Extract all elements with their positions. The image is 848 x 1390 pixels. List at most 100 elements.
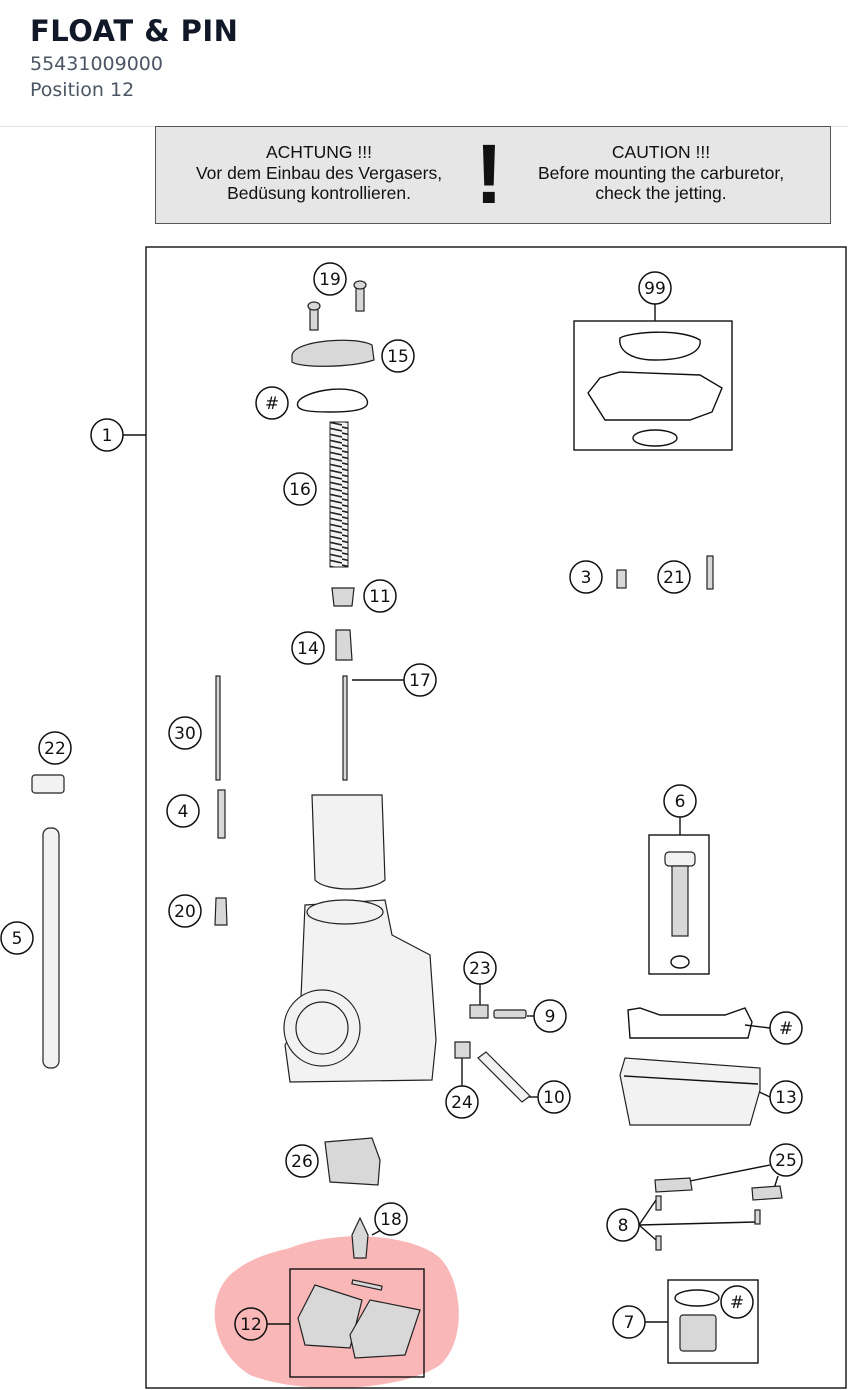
caution-english-text-2: check the jetting. <box>595 183 727 203</box>
part-pin-10 <box>477 1051 531 1103</box>
callout-6[interactable]: 6 <box>663 784 697 818</box>
drain-plug-box <box>667 1279 759 1364</box>
callout-circle <box>234 1307 268 1341</box>
caution-banner: ACHTUNG !!! Vor dem Einbau des Vergasers… <box>155 126 831 224</box>
callout-5[interactable]: 5 <box>0 921 34 955</box>
part-clip-14 <box>335 629 353 661</box>
callout-16[interactable]: 16 <box>283 472 317 506</box>
page-title: FLOAT & PIN <box>30 14 239 48</box>
callout-circle <box>285 1144 319 1178</box>
part-spring-23 <box>469 1004 489 1019</box>
callout-label: 30 <box>174 724 196 744</box>
callout-label: 8 <box>618 1216 629 1236</box>
callout-label: 12 <box>240 1315 262 1335</box>
callout-circle <box>769 1080 803 1114</box>
callout-99[interactable]: 99 <box>638 271 672 305</box>
callout-circle <box>283 472 317 506</box>
callout-label: 17 <box>409 671 431 691</box>
callout-23[interactable]: 23 <box>463 951 497 985</box>
part-seal-11 <box>331 587 355 607</box>
part-cover-15 <box>291 339 375 367</box>
callout-13[interactable]: 13 <box>769 1080 803 1114</box>
callout-label: 4 <box>178 802 189 822</box>
callout-label: 22 <box>44 739 66 759</box>
callout-circle <box>403 663 437 697</box>
part-slide <box>311 794 386 890</box>
callout-hash[interactable]: # <box>769 1011 803 1045</box>
callout-circle <box>0 921 34 955</box>
callout-label: 16 <box>289 480 311 500</box>
callout-label: 1 <box>102 426 113 446</box>
callout-24[interactable]: 24 <box>445 1085 479 1119</box>
callout-circle <box>657 560 691 594</box>
caution-german: ACHTUNG !!! Vor dem Einbau des Vergasers… <box>174 142 464 204</box>
callout-circle <box>168 894 202 928</box>
callout-3[interactable]: 3 <box>569 560 603 594</box>
position-label: Position 12 <box>30 79 135 101</box>
caution-english-text-1: Before mounting the carburetor, <box>537 162 785 183</box>
callout-22[interactable]: 22 <box>38 731 72 765</box>
callout-label: 20 <box>174 902 196 922</box>
page-header: FLOAT & PIN 55431009000 Position 12 <box>0 0 848 127</box>
callout-label: 25 <box>775 1151 797 1171</box>
callout-30[interactable]: 30 <box>168 716 202 750</box>
part-26 <box>324 1137 381 1186</box>
part-gasket-kit-99 <box>587 331 723 447</box>
callout-10[interactable]: 10 <box>537 1080 571 1114</box>
part-clip-22 <box>31 774 65 794</box>
callout-circle <box>381 339 415 373</box>
callout-label: 5 <box>12 929 23 949</box>
part-jet-3 <box>616 569 627 589</box>
callout-11[interactable]: 11 <box>363 579 397 613</box>
callout-label: 19 <box>319 270 341 290</box>
callout-21[interactable]: 21 <box>657 560 691 594</box>
part-float-12 <box>297 1279 421 1359</box>
callout-8[interactable]: 8 <box>606 1208 640 1242</box>
callout-18[interactable]: 18 <box>374 1202 408 1236</box>
callout-circle <box>769 1143 803 1177</box>
callout-circle <box>168 716 202 750</box>
callout-circle <box>720 1285 754 1319</box>
callout-hash[interactable]: # <box>720 1285 754 1319</box>
callout-17[interactable]: 17 <box>403 663 437 697</box>
callout-1[interactable]: 1 <box>90 418 124 452</box>
callout-20[interactable]: 20 <box>168 894 202 928</box>
part-drain-plug-7 <box>674 1289 720 1352</box>
part-plates-25 <box>654 1177 783 1201</box>
valve-box <box>648 834 710 975</box>
callout-26[interactable]: 26 <box>285 1144 319 1178</box>
callout-label: 6 <box>675 792 686 812</box>
part-carburetor-body <box>283 899 437 1083</box>
callout-label: 23 <box>469 959 491 979</box>
part-tube-5 <box>42 827 60 1069</box>
callout-label: 11 <box>369 587 391 607</box>
callout-14[interactable]: 14 <box>291 631 325 665</box>
callout-circle <box>255 386 289 420</box>
callout-circle <box>313 262 347 296</box>
assembly-frame <box>145 246 847 1389</box>
callout-7[interactable]: 7 <box>612 1305 646 1339</box>
callout-4[interactable]: 4 <box>166 794 200 828</box>
callout-circle <box>291 631 325 665</box>
part-screw-21 <box>706 555 714 590</box>
callout-9[interactable]: 9 <box>533 999 567 1033</box>
part-number: 55431009000 <box>30 53 163 75</box>
part-needle-17 <box>342 675 348 781</box>
caution-german-text-2: Bedüsung kontrollieren. <box>227 183 411 203</box>
callout-25[interactable]: 25 <box>769 1143 803 1177</box>
part-needle-valve-18 <box>351 1216 369 1259</box>
callout-circle <box>445 1085 479 1119</box>
part-spring-16 <box>329 421 349 568</box>
callout-hash[interactable]: # <box>255 386 289 420</box>
callout-label: # <box>730 1293 744 1313</box>
part-valve-6 <box>664 851 696 969</box>
callout-15[interactable]: 15 <box>381 339 415 373</box>
callout-circle <box>463 951 497 985</box>
callout-12[interactable]: 12 <box>234 1307 268 1341</box>
callout-circle <box>533 999 567 1033</box>
part-needle-30 <box>215 675 221 781</box>
callout-circle <box>38 731 72 765</box>
callout-19[interactable]: 19 <box>313 262 347 296</box>
callout-circle <box>569 560 603 594</box>
